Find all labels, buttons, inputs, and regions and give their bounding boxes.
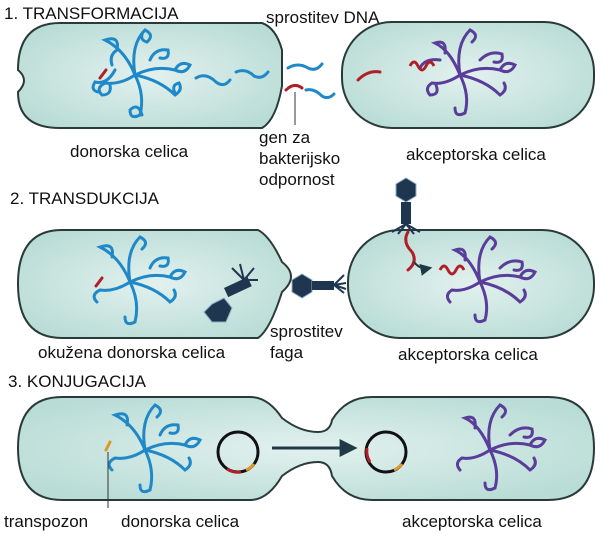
incoming-gene-1 [356, 70, 382, 82]
label-released-phage-line2: faga [270, 343, 304, 362]
acceptor-chromosome-3 [455, 403, 548, 492]
title-conjugation: 3. KONJUGACIJA [8, 372, 146, 391]
injected-gene [404, 230, 416, 272]
donor-chromosome-3 [107, 403, 203, 494]
label-donor-cell-1: donorska celica [70, 142, 189, 161]
label-resistance-gene-line1: gen za [259, 128, 311, 147]
acceptor-chromosome-2 [445, 235, 538, 324]
gene-in-donor-1 [98, 68, 108, 80]
label-donor-cell-3: donorska celica [121, 512, 240, 531]
released-dna-fragments [194, 62, 336, 100]
gene-in-donor-2 [94, 276, 104, 288]
label-acceptor-cell-1: akceptorska celica [406, 145, 546, 164]
resistance-gene-fragment [284, 83, 304, 92]
donor-cell-1 [16, 22, 283, 129]
label-resistance-gene-line2: bakterijsko [259, 149, 341, 168]
phage-on-acceptor [391, 177, 421, 235]
acceptor-cell-2 [347, 229, 595, 339]
title-transformation: 1. TRANSFORMACIJA [4, 4, 179, 23]
label-released-dna: sprostitev DNA [266, 8, 380, 27]
transposon-segment [104, 440, 112, 452]
acceptor-cell-1 [341, 21, 595, 129]
phage-in-donor [203, 263, 258, 323]
label-transposon: transpozon [4, 512, 89, 531]
integrated-gene-2 [438, 264, 466, 276]
title-transduction: 2. TRANSDUKCIJA [10, 189, 159, 208]
donor-chromosome-1 [91, 28, 193, 119]
label-infected-donor-cell: okužena donorska celica [38, 343, 226, 362]
label-released-phage-line1: sprostitev [270, 322, 343, 341]
released-phage [291, 273, 347, 299]
acceptor-chromosome-1 [418, 28, 518, 117]
integrated-gene-1 [408, 60, 436, 72]
label-resistance-gene-line3: odpornost [259, 170, 335, 189]
label-acceptor-cell-2: akceptorska celica [398, 345, 538, 364]
plasmid-donor [216, 430, 260, 474]
integration-arrow-2 [413, 261, 433, 276]
plasmid-acceptor [364, 430, 408, 474]
donor-chromosome-2 [92, 235, 188, 326]
label-acceptor-cell-3: akceptorska celica [402, 512, 542, 531]
